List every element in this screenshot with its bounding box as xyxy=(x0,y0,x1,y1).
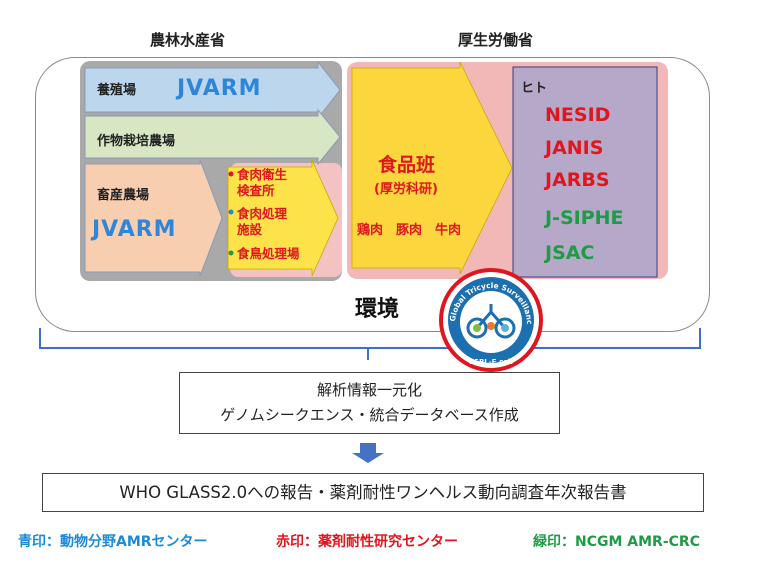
analysis-box: 解析情報一元化 ゲノムシークエンス・統合データベース作成 xyxy=(179,372,560,434)
food-team-subtitle: (厚労科研) xyxy=(374,182,438,197)
jvarm-top: JVARM xyxy=(177,76,262,101)
aquaculture-arrow xyxy=(84,60,341,120)
human-item-nesid: NESID xyxy=(545,104,611,126)
human-item-jsiphe: J-SIPHE xyxy=(545,207,624,229)
human-item-janis: JANIS xyxy=(545,137,604,159)
analysis-line-2: ゲノムシークエンス・統合データベース作成 xyxy=(220,406,519,424)
slaughter-item-2: 食肉処理 施設 xyxy=(237,206,288,237)
food-team-meats: 鶏肉 豚肉 牛肉 xyxy=(357,223,462,238)
analysis-line-1: 解析情報一元化 xyxy=(316,381,422,399)
bullet-1 xyxy=(228,171,234,177)
food-team-arrow xyxy=(351,61,513,275)
slaughter-item-3: 食鳥処理場 xyxy=(237,246,300,261)
livestock-farm-label: 畜産農場 xyxy=(97,188,150,203)
aquaculture-label: 養殖場 xyxy=(97,83,137,98)
human-item-jsac: JSAC xyxy=(545,242,595,264)
environment-box xyxy=(344,285,414,323)
down-arrow xyxy=(352,443,384,463)
environment-label: 環境 xyxy=(355,297,400,322)
logo-bottom-text: ESBL-E.coli xyxy=(469,358,513,366)
jvarm-bottom: JVARM xyxy=(92,217,177,242)
report-text: WHO GLASS2.0への報告・薬剤耐性ワンヘルス動向調査年次報告書 xyxy=(119,483,627,502)
bullet-2 xyxy=(228,209,234,215)
human-box xyxy=(512,66,658,278)
livestock-arrow xyxy=(84,159,223,277)
maff-header: 農林水産省 xyxy=(150,31,226,49)
human-item-jarbs: JARBS xyxy=(545,169,610,191)
crop-farm-label: 作物栽培農場 xyxy=(97,134,176,149)
legend-green: 緑印：NCGM AMR-CRC xyxy=(533,534,700,550)
legend-red: 赤印：薬剤耐性研究センター xyxy=(276,534,458,550)
legend-blue: 青印：動物分野AMRセンター xyxy=(18,534,208,550)
human-label: ヒト xyxy=(521,81,548,96)
mhlw-header: 厚生労働省 xyxy=(458,31,534,49)
report-box: WHO GLASS2.0への報告・薬剤耐性ワンヘルス動向調査年次報告書 xyxy=(42,473,704,512)
slaughter-item-1: 食肉衛生 検査所 xyxy=(237,167,288,198)
tricycle-surveillance-logo: Global Tricycle Surveillance ESBL-E.coli xyxy=(437,266,543,372)
crop-arrow xyxy=(84,108,341,166)
bracket xyxy=(39,328,701,360)
food-team-title: 食品班 xyxy=(378,154,436,176)
bullet-3 xyxy=(228,250,234,256)
slaughter-arrow xyxy=(227,159,339,277)
